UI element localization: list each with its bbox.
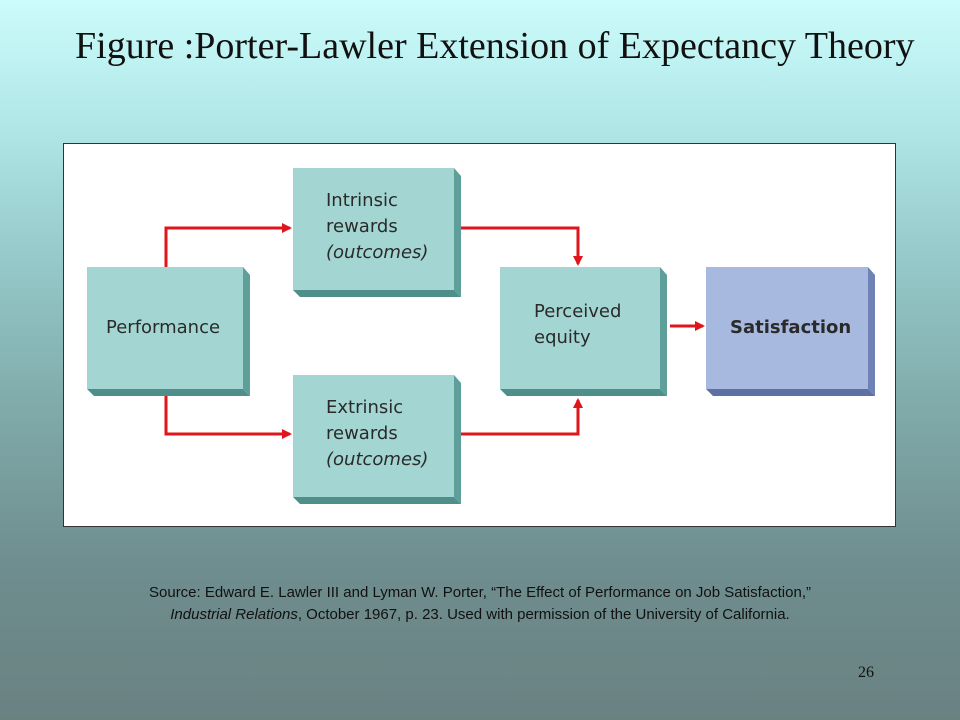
extrinsic-rewards-label: Extrinsic rewards (outcomes) — [326, 395, 428, 473]
perceived-equity-label: Perceived equity — [534, 299, 621, 351]
arrow-performance-to-extrinsic — [164, 396, 292, 439]
diagram-graphic — [87, 168, 875, 504]
source-line-2-rest: , October 1967, p. 23. Used with permiss… — [297, 606, 790, 623]
source-line-1: Source: Edward E. Lawler III and Lyman W… — [149, 584, 811, 601]
equity-line-1: Perceived — [534, 301, 622, 322]
source-citation: Source: Edward E. Lawler III and Lyman W… — [40, 582, 920, 626]
intrinsic-line-1: Intrinsic — [326, 190, 398, 211]
performance-box — [87, 267, 250, 396]
extrinsic-line-1: Extrinsic — [326, 397, 404, 418]
perceived-equity-box — [500, 267, 667, 396]
intrinsic-line-3: (outcomes) — [326, 242, 429, 263]
page-number: 26 — [858, 664, 874, 681]
satisfaction-box — [706, 267, 875, 396]
journal-name: Industrial Relations — [170, 606, 298, 623]
arrow-extrinsic-to-equity — [461, 398, 583, 436]
slide-title: Figure :Porter-Lawler Extension of Expec… — [75, 25, 915, 67]
arrow-intrinsic-to-equity — [461, 226, 583, 266]
extrinsic-rewards-box — [293, 375, 461, 504]
performance-label: Performance — [106, 317, 221, 338]
intrinsic-rewards-box — [293, 168, 461, 297]
extrinsic-line-2: rewards — [326, 423, 398, 444]
equity-line-2: equity — [534, 327, 591, 348]
intrinsic-line-2: rewards — [326, 216, 398, 237]
arrow-performance-to-intrinsic — [164, 223, 292, 267]
source-line-2: Industrial Relations, October 1967, p. 2… — [40, 604, 920, 626]
extrinsic-line-3: (outcomes) — [326, 449, 429, 470]
intrinsic-rewards-label: Intrinsic rewards (outcomes) — [326, 188, 428, 266]
diagram-panel: Performance Intrinsic rewards (outcomes)… — [63, 143, 896, 527]
satisfaction-label: Satisfaction — [730, 317, 852, 338]
